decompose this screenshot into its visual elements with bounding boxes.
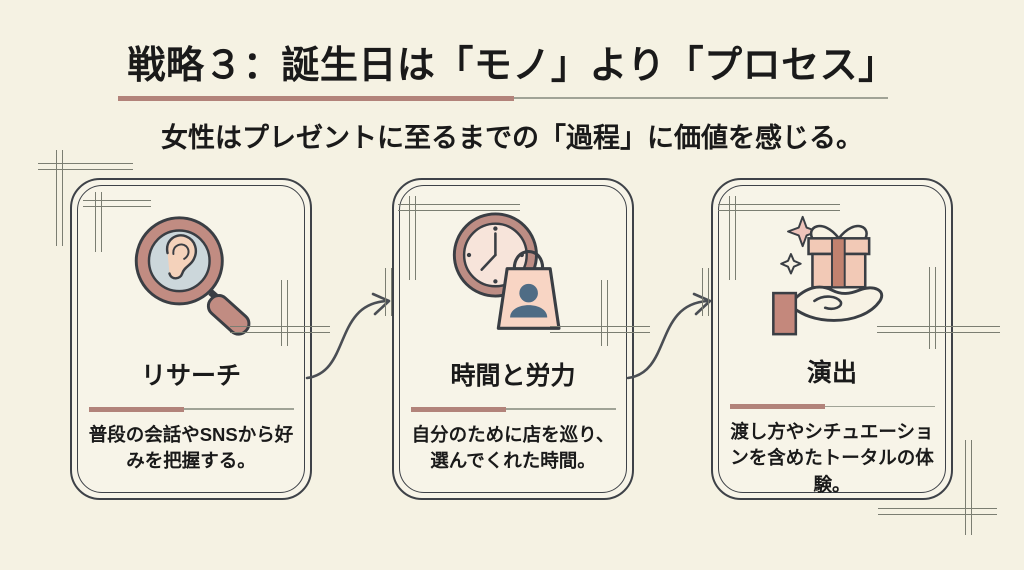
flow-arrow-1	[305, 292, 391, 380]
deco-line-vertical	[601, 280, 608, 346]
deco-line-horizontal	[877, 326, 1000, 333]
card-presentation: 演出 渡し方やシチュエーションを含めたトータルの体験。	[711, 178, 953, 500]
divider-accent	[410, 406, 506, 412]
card-research: リサーチ 普段の会話やSNSから好みを把握する。	[70, 178, 312, 500]
card-presentation-title: 演出	[806, 359, 857, 388]
card-research-divider	[88, 406, 294, 412]
card-research-title: リサーチ	[140, 362, 241, 390]
card-presentation-divider	[729, 403, 935, 409]
card-time-effort-divider	[410, 406, 616, 412]
deco-line-vertical	[965, 440, 972, 535]
divider-thin	[824, 405, 935, 407]
title-underline-accent	[118, 95, 514, 101]
deco-line-vertical	[929, 267, 936, 349]
page-title: 戦略３：誕生日は「モノ」より「プロセス」	[127, 45, 897, 87]
subtitle: 女性はプレゼントに至るまでの「過程」に価値を感じる。	[161, 123, 863, 153]
deco-line-vertical	[281, 280, 288, 346]
divider-accent	[729, 403, 825, 409]
deco-line-vertical	[702, 268, 709, 316]
deco-line-vertical	[56, 150, 63, 246]
card-research-content: リサーチ 普段の会話やSNSから好みを把握する。	[72, 180, 310, 498]
deco-line-vertical	[409, 196, 416, 280]
divider-accent	[88, 406, 184, 412]
card-time-effort-content: 時間と労力 自分のために店を巡り、選んでくれた時間。	[394, 180, 632, 498]
card-time-effort-title: 時間と労力	[450, 362, 576, 390]
clock-shopping-bag-icon	[444, 200, 582, 352]
deco-line-horizontal	[398, 204, 520, 211]
title-underline-thin	[514, 97, 888, 99]
deco-line-horizontal	[878, 508, 997, 515]
card-presentation-description: 渡し方やシチュエーションを含めたトータルの体験。	[730, 421, 934, 495]
divider-thin	[183, 408, 294, 410]
deco-line-vertical	[95, 192, 102, 252]
deco-line-horizontal	[38, 163, 133, 170]
deco-line-horizontal	[550, 326, 650, 333]
gift-in-hand-icon	[763, 200, 901, 349]
divider-thin	[505, 408, 616, 410]
deco-line-vertical	[729, 196, 736, 280]
title-underline	[118, 95, 888, 101]
card-presentation-content: 演出 渡し方やシチュエーションを含めたトータルの体験。	[713, 180, 951, 498]
deco-line-horizontal	[230, 326, 330, 333]
deco-line-horizontal	[83, 200, 151, 207]
card-time-effort: 時間と労力 自分のために店を巡り、選んでくれた時間。	[392, 178, 634, 500]
card-time-effort-description: 自分のために店を巡り、選んでくれた時間。	[411, 424, 615, 472]
magnifier-ear-icon-svg	[134, 216, 251, 336]
deco-line-horizontal	[718, 204, 840, 211]
clock-shopping-bag-icon-svg	[452, 212, 561, 330]
magnifier-ear-icon	[122, 200, 260, 352]
card-research-description: 普段の会話やSNSから好みを把握する。	[88, 424, 294, 472]
deco-line-vertical	[385, 268, 392, 316]
gift-in-hand-icon-svg	[772, 215, 884, 336]
flow-arrow-2	[626, 292, 712, 380]
